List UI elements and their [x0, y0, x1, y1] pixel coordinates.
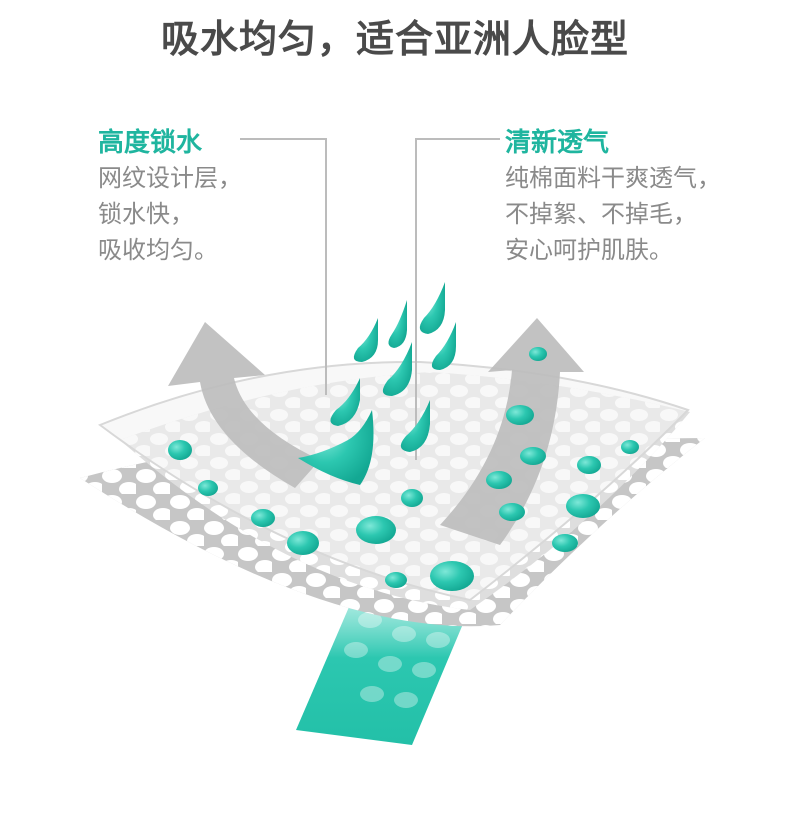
- top-sheet: [97, 360, 690, 602]
- water-droplets: [298, 282, 456, 485]
- feature-line: 纯棉面料干爽透气，: [505, 164, 721, 192]
- feature-breathable: 清新透气 纯棉面料干爽透气， 不掉絮、不掉毛， 安心呵护肌肤。: [505, 126, 721, 268]
- feature-line: 不掉絮、不掉毛，: [505, 200, 697, 228]
- feature-line: 网纹设计层，: [98, 164, 242, 192]
- arrow-left-icon: [168, 322, 320, 488]
- teal-strip: [296, 600, 468, 745]
- feature-heading: 高度锁水: [98, 128, 203, 158]
- page-title: 吸水均匀，适合亚洲人脸型: [160, 17, 629, 61]
- absorbed-droplets: [168, 347, 639, 591]
- feature-lock-water: 高度锁水 网纹设计层， 锁水快， 吸收均匀。: [98, 126, 242, 268]
- feature-heading: 清新透气: [505, 128, 610, 158]
- feature-line: 吸收均匀。: [98, 236, 218, 264]
- arrow-right-icon: [440, 318, 584, 545]
- strip-dots: [344, 612, 450, 708]
- leader-lines: [240, 138, 500, 460]
- feature-line: 锁水快，: [98, 200, 194, 228]
- feature-line: 安心呵护肌肤。: [505, 236, 673, 264]
